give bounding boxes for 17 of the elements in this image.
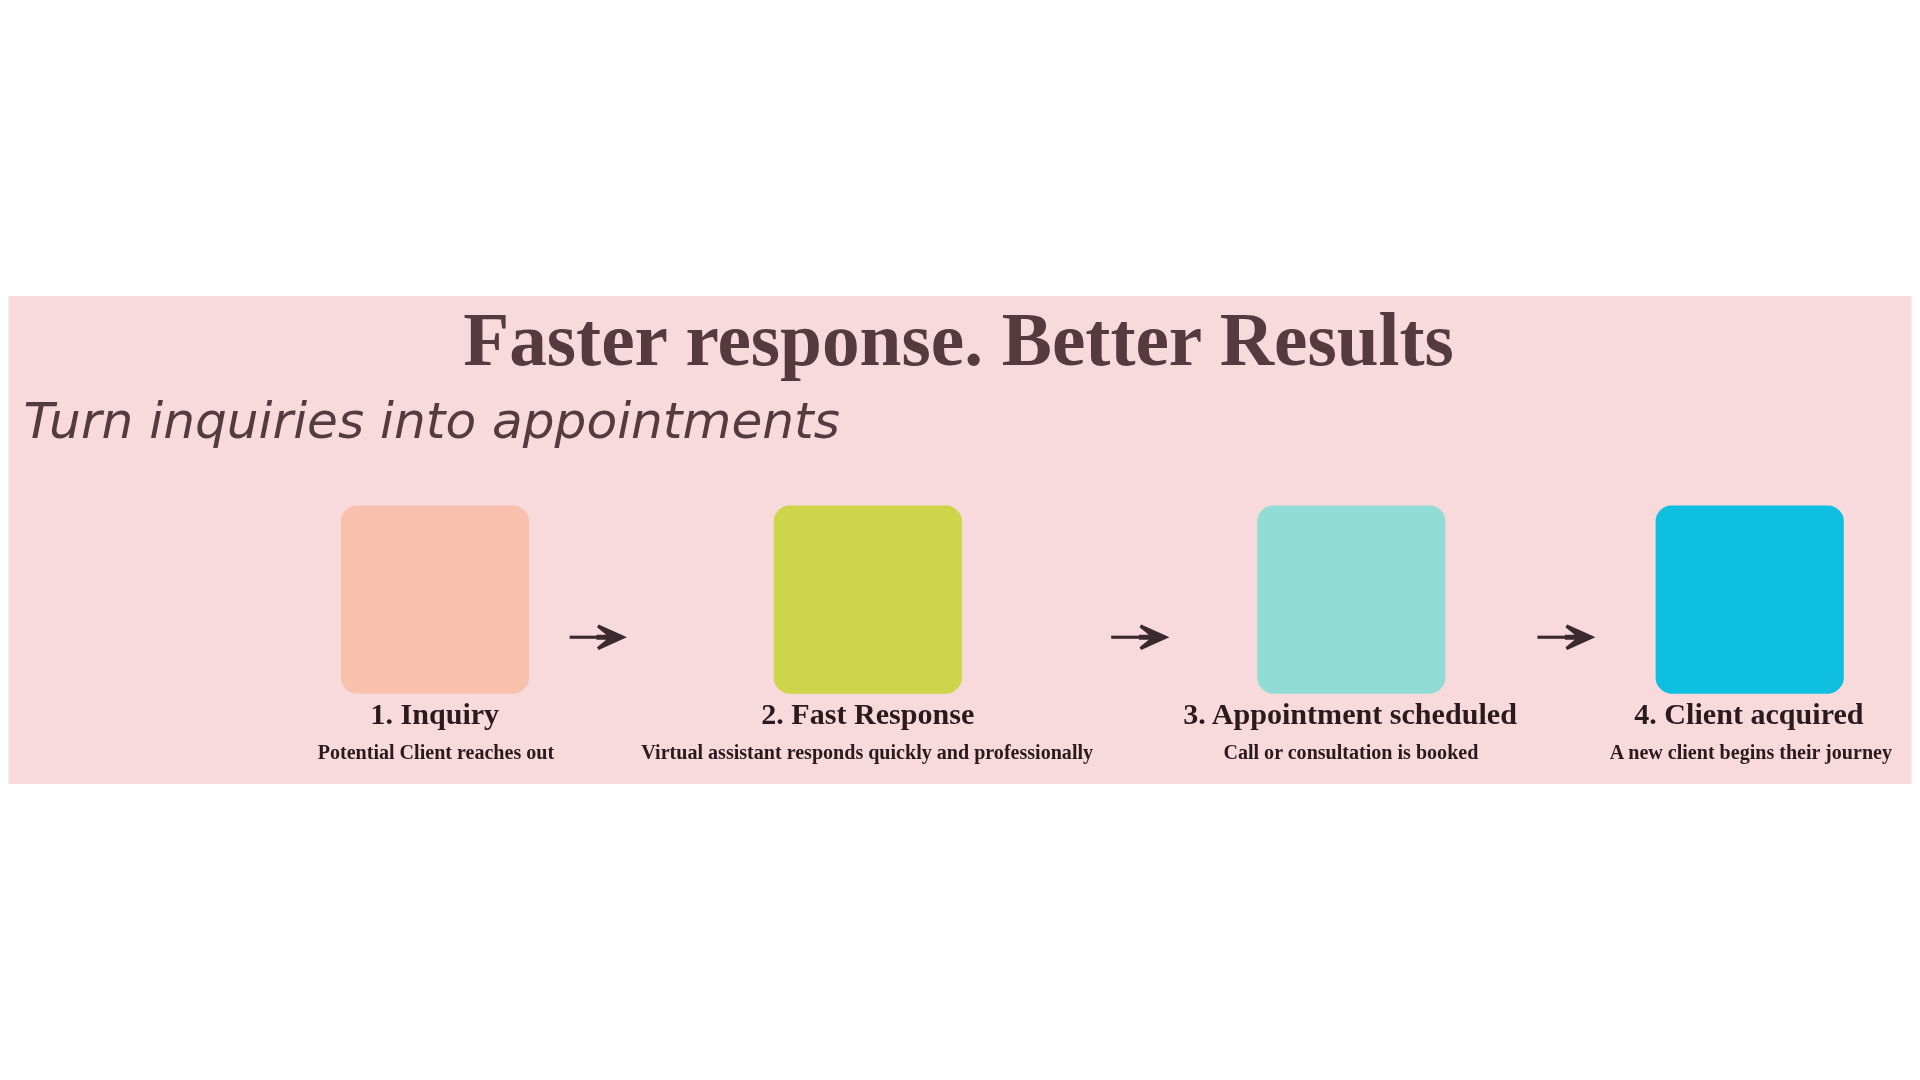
node-label: 1. Inquiry — [370, 697, 500, 732]
node-box — [340, 505, 530, 694]
node-label: Call or consultation is booked — [1223, 740, 1479, 763]
arrow — [569, 624, 625, 651]
node-box — [773, 505, 962, 694]
node-label: A new client begins their journey — [1609, 740, 1892, 763]
diagram-title: Faster response. Better Results — [463, 298, 1454, 381]
node-label: 2. Fast Response — [761, 697, 975, 732]
node-label: Potential Client reaches out — [317, 740, 555, 763]
arrow — [1537, 624, 1594, 651]
label: Turn inquiries into appointments — [23, 390, 840, 450]
node-box — [1655, 505, 1844, 694]
node-label: 3. Appointment scheduled — [1183, 697, 1517, 732]
node-label: Virtual assistant responds quickly and professionally — [641, 740, 1094, 763]
node-box — [1257, 505, 1446, 694]
node-label: 4. Client acquired — [1634, 697, 1864, 732]
arrow — [1111, 624, 1168, 651]
